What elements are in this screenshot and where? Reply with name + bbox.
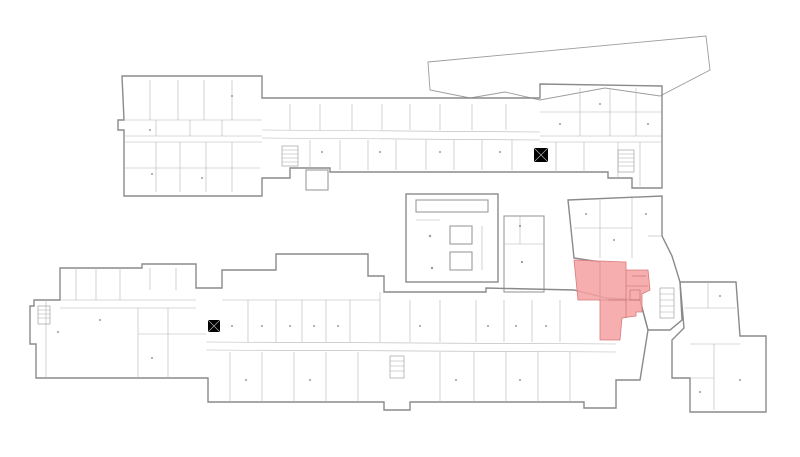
stairwell-south-center <box>389 355 405 379</box>
highlighted-unit[interactable] <box>573 259 651 341</box>
stairwell-north-east <box>617 149 635 173</box>
stairwell-north-west <box>281 145 299 167</box>
north-building-outline <box>117 75 663 197</box>
stairwell-east <box>659 287 675 319</box>
south-building-outline <box>29 253 649 411</box>
south-building <box>29 253 649 411</box>
site-boundary <box>427 35 711 101</box>
central-courtyard-block <box>405 193 545 293</box>
south-east-wing <box>671 281 767 413</box>
stairwell-south-west <box>37 305 51 325</box>
north-building <box>117 75 663 197</box>
